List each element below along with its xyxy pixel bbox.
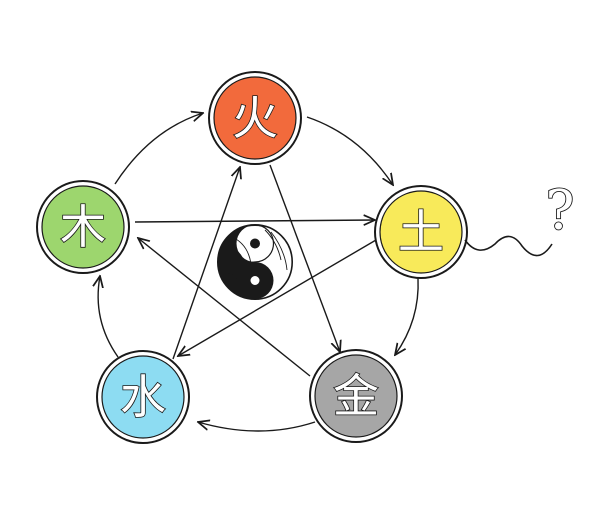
line-wood-earth bbox=[134, 220, 375, 222]
line-metal-wood bbox=[138, 238, 311, 377]
squiggle-line bbox=[464, 235, 553, 257]
element-metal: 金 bbox=[309, 349, 403, 443]
line-fire-metal bbox=[269, 164, 340, 352]
element-wood-label: 木 bbox=[60, 200, 106, 254]
arc-wood-fire bbox=[114, 113, 203, 185]
element-water-fill bbox=[101, 355, 185, 439]
element-water-label: 水 bbox=[120, 370, 166, 424]
element-fire-ring bbox=[208, 71, 302, 165]
line-water-fire bbox=[172, 167, 240, 360]
element-fire: 火 bbox=[208, 71, 302, 165]
element-metal-fill bbox=[314, 354, 398, 438]
element-fire-fill bbox=[213, 76, 297, 160]
question-mark: ? bbox=[546, 179, 575, 242]
element-wood-fill bbox=[41, 185, 125, 269]
element-wood: 木 bbox=[36, 180, 130, 274]
element-metal-label: 金 bbox=[333, 369, 379, 423]
line-earth-water bbox=[178, 239, 377, 356]
yin-yang-icon bbox=[217, 224, 293, 300]
arc-water-wood bbox=[98, 276, 119, 358]
element-water: 水 bbox=[96, 350, 190, 444]
arc-fire-earth bbox=[306, 116, 393, 185]
element-water-ring bbox=[96, 350, 190, 444]
generating-cycle bbox=[98, 113, 419, 432]
arc-earth-metal bbox=[395, 277, 419, 355]
element-wood-ring bbox=[36, 180, 130, 274]
element-earth-fill bbox=[379, 190, 463, 274]
controlling-cycle bbox=[134, 164, 377, 377]
element-earth: 土 bbox=[374, 185, 468, 279]
element-earth-label: 土 bbox=[398, 205, 444, 259]
element-earth-ring bbox=[374, 185, 468, 279]
arc-metal-water bbox=[198, 422, 316, 432]
element-fire-label: 火 bbox=[232, 91, 278, 145]
element-metal-ring bbox=[309, 349, 403, 443]
